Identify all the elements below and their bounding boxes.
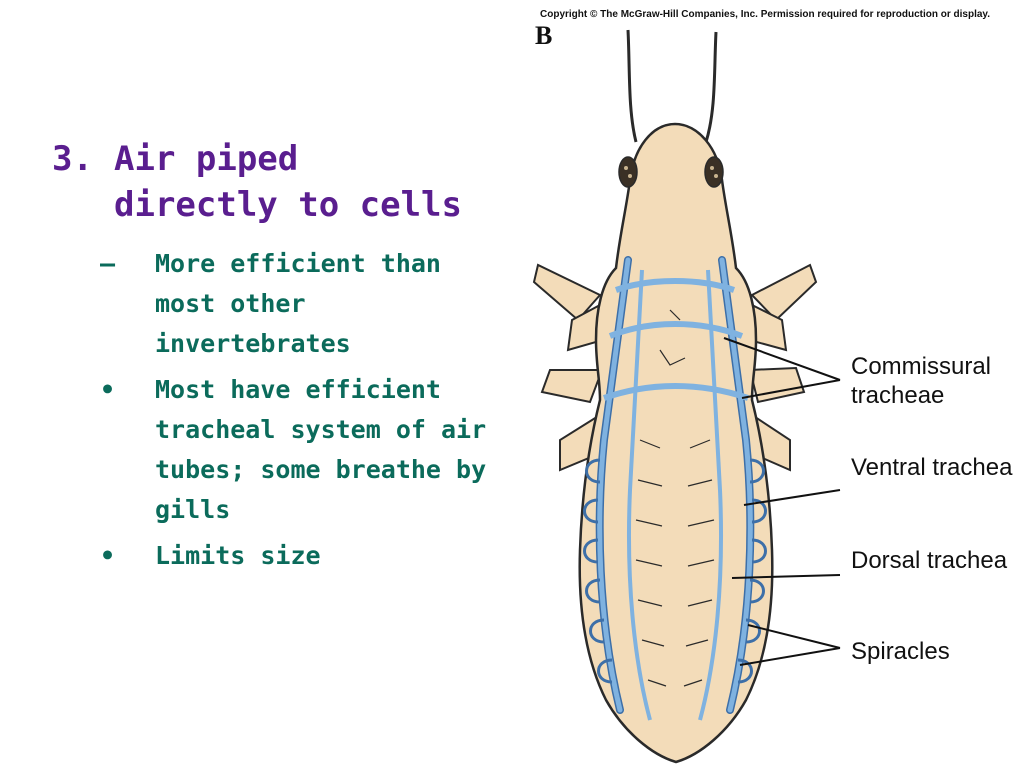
heading-number: 3. bbox=[52, 139, 93, 179]
eye-highlights bbox=[624, 166, 718, 178]
eyes bbox=[618, 156, 724, 188]
copyright-notice: Copyright © The McGraw-Hill Companies, I… bbox=[540, 9, 991, 20]
label-dorsal-trachea: Dorsal trachea bbox=[851, 547, 1008, 574]
spiracle-loops bbox=[583, 458, 767, 684]
bullet-marker: • bbox=[100, 375, 116, 404]
bullet-item: – More efficient than most other inverte… bbox=[100, 244, 500, 364]
panel-letter: B bbox=[535, 21, 553, 50]
insect-tracheal-illustration bbox=[532, 29, 818, 764]
bullet-text: More efficient than most other invertebr… bbox=[155, 249, 441, 358]
label-commissural-tracheae: Commissural tracheae bbox=[851, 353, 992, 409]
antennae bbox=[626, 29, 718, 143]
heading-text: Air piped directly to cells bbox=[114, 139, 462, 225]
label-ventral-trachea: Ventral trachea bbox=[851, 454, 1013, 481]
bullet-text: Most have efficient tracheal system of a… bbox=[155, 375, 487, 524]
label-spiracles: Spiracles bbox=[851, 638, 950, 665]
dash-marker: – bbox=[100, 249, 116, 278]
commissural-tracheae bbox=[603, 278, 749, 401]
bullet-item: • Limits size bbox=[100, 536, 500, 576]
ventral-trachea-fill bbox=[597, 257, 753, 713]
bullet-text: Limits size bbox=[155, 541, 321, 570]
bullet-item: • Most have efficient tracheal system of… bbox=[100, 370, 500, 530]
dorsal-trachea bbox=[626, 269, 724, 721]
bullet-marker: • bbox=[100, 541, 116, 570]
tracheole-branches bbox=[635, 309, 715, 687]
bullet-list: – More efficient than most other inverte… bbox=[100, 244, 500, 582]
